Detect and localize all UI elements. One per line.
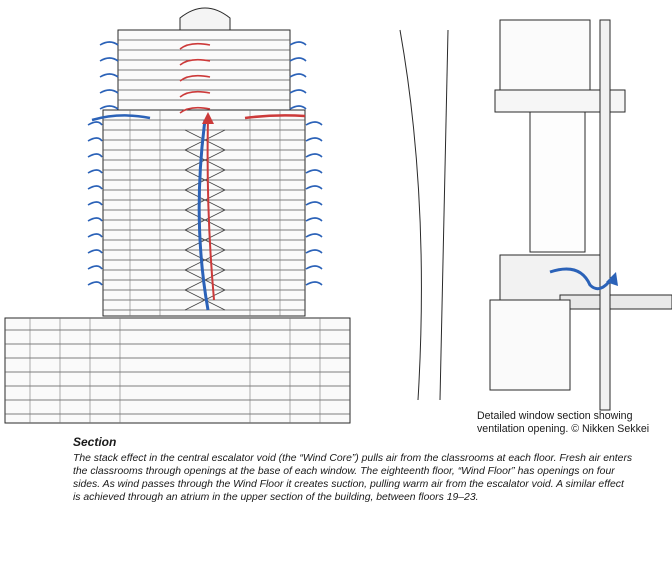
fresh-air-inlet-right (289, 41, 307, 46)
mullion-right (599, 19, 611, 411)
lower-wall (489, 299, 571, 391)
fresh-air-inlet-right (305, 265, 323, 270)
floor-lines (5, 39, 350, 415)
structural-columns (29, 110, 321, 423)
airflow-arrows (87, 41, 323, 286)
fresh-air-inlet-right (305, 281, 323, 286)
fresh-air-inlet-right (305, 121, 323, 126)
window-detail-drawing (399, 19, 672, 411)
fresh-air-inlet-left (99, 89, 119, 94)
fresh-air-inlet-right (289, 89, 307, 94)
fresh-air-inlet-left (99, 105, 119, 110)
detail-caption: Detailed window section showing ventilat… (477, 410, 650, 436)
fresh-air-inlet-right (305, 185, 323, 190)
ventilation-airflow-arrow (549, 267, 614, 291)
stack-effect-arrow-cool (197, 119, 210, 311)
window-glass (529, 111, 586, 253)
escalator-run (184, 209, 226, 231)
rooftop-dome (179, 7, 231, 31)
fresh-air-inlet-left (87, 201, 103, 206)
facade-inner-line (439, 29, 449, 401)
fresh-air-inlet-right (305, 169, 323, 174)
escalator-void (184, 129, 226, 311)
fresh-air-inlet-left (99, 41, 119, 46)
upper-frame (499, 19, 591, 91)
section-caption-title: Section (73, 435, 117, 449)
fresh-air-inlet-left (99, 57, 119, 62)
fresh-air-inlet-right (305, 249, 323, 254)
fresh-air-inlet-right (289, 105, 307, 110)
escalator-run (184, 129, 226, 151)
fresh-air-inlet-left (87, 249, 103, 254)
building-section-drawing (4, 7, 351, 424)
wind-floor-arrow-left (91, 114, 151, 122)
fresh-air-inlet-right (305, 137, 323, 142)
ventilation-arrowhead (606, 272, 618, 286)
fresh-air-inlet-left (87, 121, 103, 126)
fresh-air-inlet-right (305, 153, 323, 158)
escalator-run (184, 189, 226, 211)
fresh-air-inlet-left (87, 153, 103, 158)
wind-floor-arrow-right (244, 114, 306, 120)
fresh-air-inlet-left (87, 265, 103, 270)
fresh-air-inlet-left (87, 137, 103, 142)
escalator-run (184, 249, 226, 271)
warm-air-exhaust (179, 90, 211, 98)
stack-effect-arrow-warm (206, 117, 215, 301)
fresh-air-inlet-right (305, 201, 323, 206)
stack-arrowhead (202, 112, 214, 124)
fresh-air-inlet-left (87, 233, 103, 238)
fresh-air-inlet-right (289, 57, 307, 62)
fresh-air-inlet-left (99, 73, 119, 78)
lower-sill (499, 254, 611, 301)
warm-air-exhaust (179, 106, 211, 114)
section-caption-body: The stack effect in the central escalato… (73, 453, 633, 504)
floor-slab (559, 294, 672, 310)
warm-air-exhaust (179, 74, 211, 82)
escalator-run (184, 229, 226, 251)
fresh-air-inlet-right (305, 217, 323, 222)
escalator-run (184, 169, 226, 191)
fresh-air-inlet-right (305, 233, 323, 238)
warm-air-exhaust (179, 58, 211, 66)
fresh-air-inlet-left (87, 169, 103, 174)
fresh-air-inlet-right (289, 73, 307, 78)
facade-outer-line (399, 29, 422, 401)
fresh-air-inlet-left (87, 217, 103, 222)
fresh-air-inlet-left (87, 281, 103, 286)
podium-outline (4, 317, 351, 424)
fresh-air-inlet-left (87, 185, 103, 190)
escalator-run (184, 149, 226, 171)
warm-air-exhaust (179, 42, 211, 50)
